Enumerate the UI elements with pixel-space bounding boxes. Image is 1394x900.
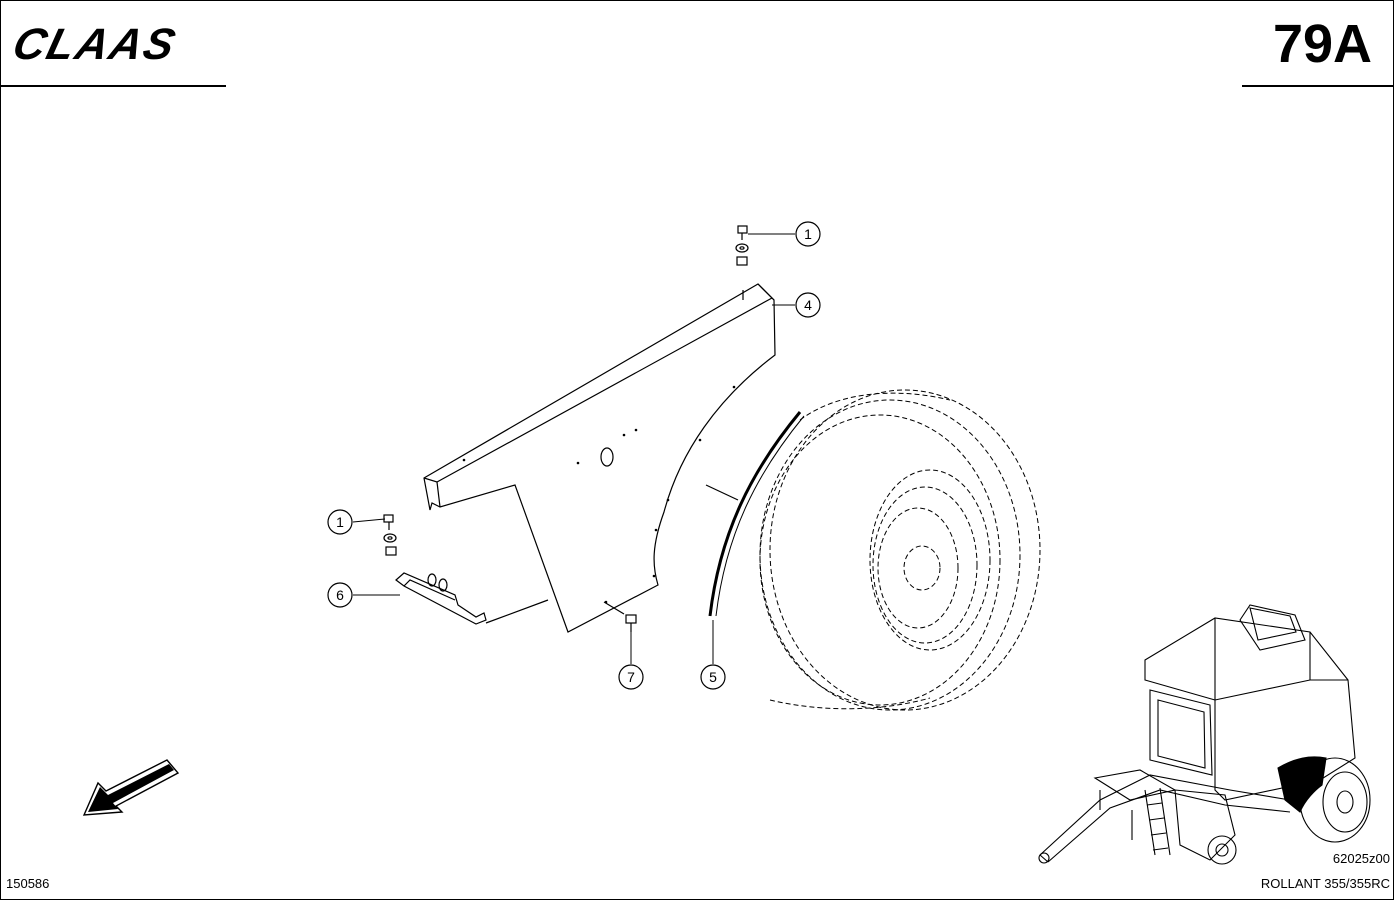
baler-overview-thumbnail — [1038, 604, 1371, 865]
callout-circles — [327, 221, 821, 690]
callout-6: 6 — [336, 587, 344, 603]
wheel-outline — [759, 389, 1041, 711]
bolt-part-7 — [603, 601, 637, 632]
header-rule-left — [0, 85, 226, 87]
bracket-part — [395, 572, 549, 625]
callout-1-top: 1 — [804, 226, 812, 242]
fender-panel — [423, 283, 776, 633]
fastener-stack-top — [735, 225, 749, 266]
page-code: 79A — [1272, 14, 1372, 74]
callout-1-left: 1 — [336, 514, 344, 530]
reference-number: 150586 — [6, 876, 50, 891]
callout-7: 7 — [627, 669, 635, 685]
direction-arrow-icon — [82, 759, 180, 816]
edge-protector-strip — [705, 411, 805, 617]
fastener-stack-left — [383, 514, 397, 556]
callout-4: 4 — [804, 297, 812, 313]
callout-5: 5 — [709, 669, 717, 685]
leader-lines — [352, 233, 795, 664]
model-name: ROLLANT 355/355RC — [1260, 876, 1390, 891]
drawing-code: 62025z00 — [1332, 851, 1390, 866]
header-rule-right — [1242, 85, 1394, 87]
